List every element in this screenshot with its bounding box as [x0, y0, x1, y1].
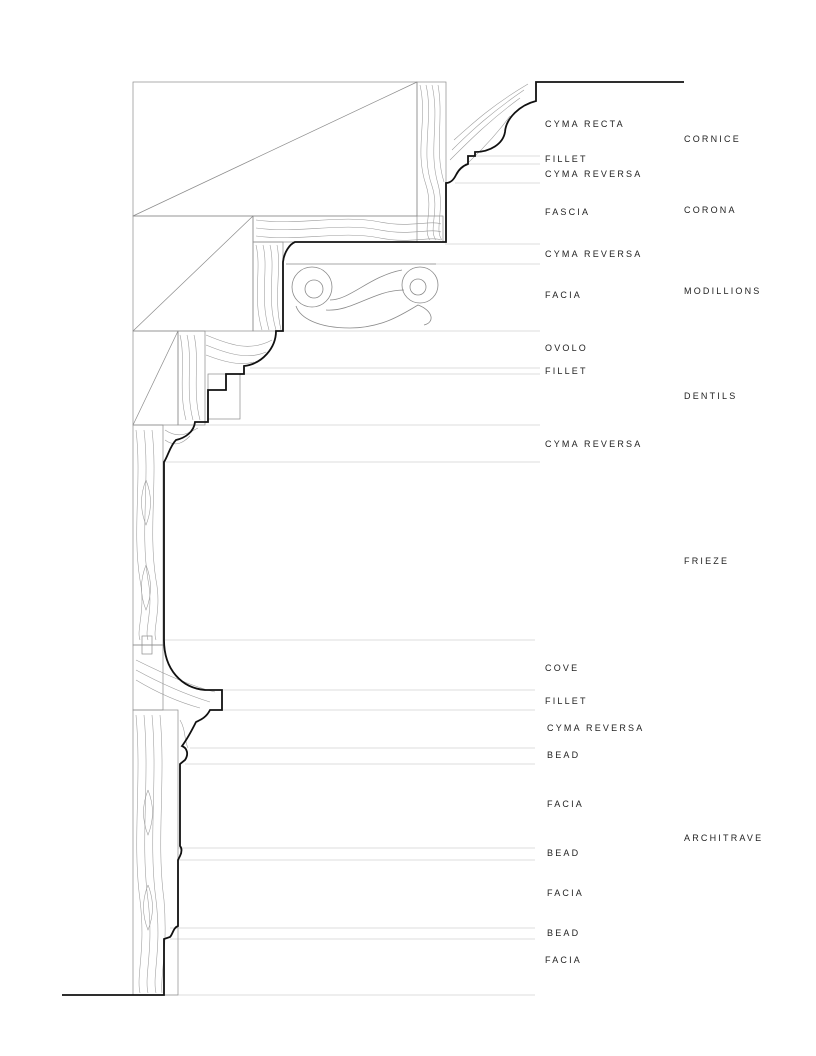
section-label-corona: CORONA [684, 205, 737, 215]
molding-label: FILLET [545, 366, 588, 376]
section-label-modillions: MODILLIONS [684, 286, 762, 296]
molding-label: FASCIA [545, 207, 590, 217]
molding-label: FACIA [547, 888, 584, 898]
molding-label: FACIA [545, 955, 582, 965]
molding-label: BEAD [547, 750, 580, 760]
guide-lines [165, 155, 540, 996]
molding-label: CYMA REVERSA [545, 439, 642, 449]
section-label-dentils: DENTILS [684, 391, 737, 401]
molding-label: BEAD [547, 928, 580, 938]
molding-label: FILLET [545, 696, 588, 706]
molding-label: FACIA [545, 290, 582, 300]
molding-label: FACIA [547, 799, 584, 809]
molding-labels: CYMA RECTA FILLET CYMA REVERSA FASCIA CY… [545, 119, 644, 965]
section-label-cornice: CORNICE [684, 134, 741, 144]
molding-label: FILLET [545, 154, 588, 164]
molding-label: OVOLO [545, 343, 588, 353]
section-label-architrave: ARCHITRAVE [684, 833, 763, 843]
molding-label: CYMA REVERSA [545, 249, 642, 259]
modillion-scroll [286, 263, 439, 329]
entablature-profile [62, 81, 684, 996]
molding-label: CYMA REVERSA [545, 169, 642, 179]
wood-grain [135, 83, 529, 994]
molding-label: COVE [545, 663, 579, 673]
molding-label: CYMA RECTA [545, 119, 625, 129]
section-labels: CORNICE CORONA MODILLIONS DENTILS FRIEZE… [684, 134, 763, 843]
molding-label: CYMA REVERSA [547, 723, 644, 733]
section-label-frieze: FRIEZE [684, 556, 729, 566]
molding-label: BEAD [547, 848, 580, 858]
